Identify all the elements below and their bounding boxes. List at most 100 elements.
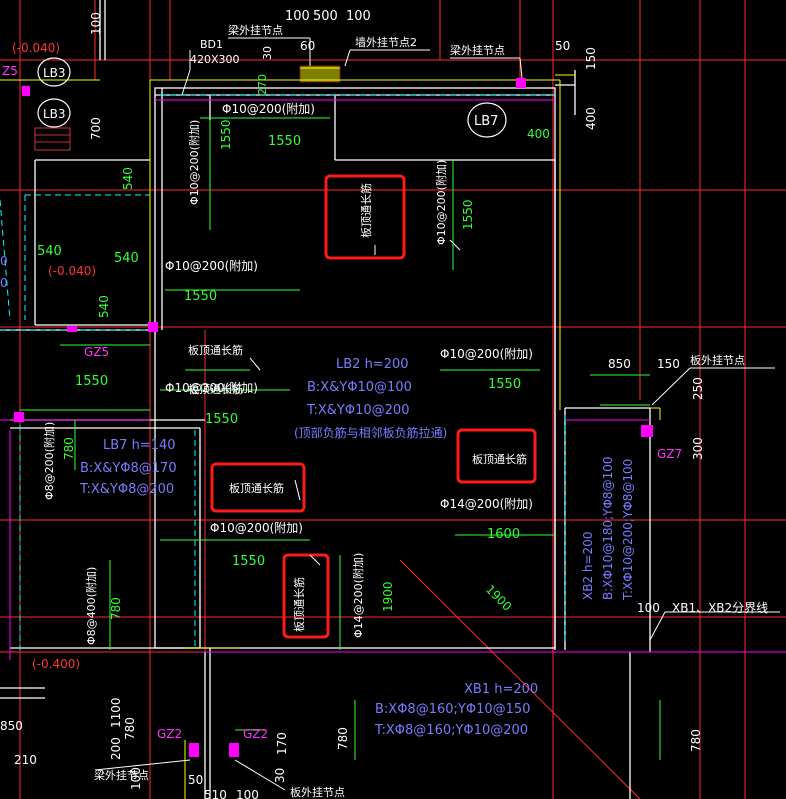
lb7-bottom: B:X&YΦ8@170 xyxy=(80,461,177,476)
lb2-top: T:X&YΦ10@200 xyxy=(306,403,409,418)
rebar-lower-h: Φ10@200(附加) xyxy=(210,521,303,535)
lb7-tag: LB7 xyxy=(474,114,498,129)
bot-1100: 1100 xyxy=(109,697,123,728)
rebar-mid-h1-len: 1550 xyxy=(184,289,217,304)
left-100-top: 100 xyxy=(89,12,103,35)
bot-50: 50 xyxy=(188,773,203,787)
beam-lines xyxy=(0,67,661,799)
column-markers xyxy=(14,78,653,757)
rebar-lb7-row-len: 1550 xyxy=(75,374,108,389)
left-540-d: 540 xyxy=(97,295,111,318)
left-540-a: 540 xyxy=(121,167,135,190)
lb7-top: T:X&YΦ8@200 xyxy=(79,482,174,497)
rebar-phi14-h-len: 1600 xyxy=(487,527,520,542)
rebar-phi8-400-len: 780 xyxy=(109,597,123,620)
left-elevation-2: (-0.400) xyxy=(32,657,80,671)
left-540-c: 540 xyxy=(114,251,139,266)
bd1-label: BD1 xyxy=(200,38,223,51)
rebar-mid-h1: Φ10@200(附加) xyxy=(165,259,258,273)
right-250: 250 xyxy=(691,377,705,400)
bot-780b: 780 xyxy=(689,729,703,752)
xb2-bottom: B:XΦ10@180;YΦ8@100 xyxy=(601,457,615,600)
bot-30: 30 xyxy=(273,768,287,783)
top-dim-100: 100 xyxy=(285,9,310,24)
slab-top-through-1: 板顶通长筋 xyxy=(359,183,373,238)
rebar-lb7-v: Φ8@200(附加) xyxy=(42,422,56,500)
slab-top-through-3: 板顶通长筋 xyxy=(188,382,243,396)
right-850: 850 xyxy=(608,357,631,371)
top-dim-500: 500 xyxy=(313,9,338,24)
gz2-label-a: GZ2 xyxy=(157,727,182,741)
top-dim-50: 50 xyxy=(555,39,570,53)
diag-1900: 1900 xyxy=(483,582,514,613)
rebar-mid-h2-len: 1550 xyxy=(205,412,238,427)
leaders xyxy=(94,37,780,791)
slab-top-through-2: 板顶通长筋 xyxy=(188,343,243,357)
bot-210: 210 xyxy=(14,753,37,767)
rebar-right-v-len: 1550 xyxy=(461,199,475,230)
rebar-right-mid-len: 1550 xyxy=(488,377,521,392)
slab-top-through-5: 板顶通长筋 xyxy=(229,481,284,495)
top-dim-150: 150 xyxy=(584,47,598,70)
rebar-top-h: Φ10@200(附加) xyxy=(222,102,315,116)
slab-edges xyxy=(0,99,786,660)
top-dim-60: 60 xyxy=(300,39,315,53)
bot-100b: 100 xyxy=(236,788,259,799)
rebar-phi14-v-len: 1900 xyxy=(381,581,395,612)
gz5-label: GZ5 xyxy=(84,345,109,359)
top-dim-270: 270 xyxy=(256,74,269,95)
rebar-right-mid: Φ10@200(附加) xyxy=(440,347,533,361)
rebar-left-v: Φ10@200(附加) xyxy=(187,120,201,205)
lb2-title: LB2 h=200 xyxy=(336,357,409,372)
wall-node-2: 墙外挂节点2 xyxy=(355,35,417,49)
xb1-title: XB1 h=200 xyxy=(464,682,538,697)
xb-boundary-dim: 100 xyxy=(637,601,660,615)
rebar-right-v: Φ10@200(附加) xyxy=(434,160,448,245)
bot-100: 100 xyxy=(129,767,143,790)
bot-510: 510 xyxy=(204,788,227,799)
rebar-top-len: 1550 xyxy=(268,134,301,149)
xb1-top: T:XΦ8@160;YΦ10@200 xyxy=(374,723,528,738)
bd1-size: 420X300 xyxy=(190,53,240,66)
lb7-title: LB7 h=140 xyxy=(103,438,176,453)
rebar-mid-h2: Φ10@200(附加) xyxy=(165,381,258,395)
bot-850: 850 xyxy=(0,719,23,733)
left-zero-b: 0 xyxy=(0,276,8,290)
z5-label: Z5 xyxy=(2,64,18,78)
top-dim-400b: 400 xyxy=(527,127,550,141)
xb1-bottom: B:XΦ8@160;YΦ10@150 xyxy=(375,702,530,717)
rebar-lb7-v-len: 780 xyxy=(62,437,76,460)
rebar-phi14-v: Φ14@200(附加) xyxy=(351,553,365,638)
rebar-left-v-len: 1550 xyxy=(219,119,233,150)
lb3-tag-a: LB3 xyxy=(43,66,66,80)
left-elevation-1: (-0.040) xyxy=(48,264,96,278)
slab-top-through-4: 板顶通长筋 xyxy=(472,452,527,466)
top-dim-30: 30 xyxy=(261,46,274,60)
gz7-label: GZ7 xyxy=(657,447,682,461)
beam-node-2: 梁外挂节点 xyxy=(450,43,505,57)
gz2-label-b: GZ2 xyxy=(243,727,268,741)
rebar-lines xyxy=(20,117,661,760)
bot-780c: 780 xyxy=(123,717,137,740)
top-dim-400: 400 xyxy=(584,107,598,130)
xb-boundary: XB1、XB2分界线 xyxy=(672,601,768,615)
rebar-phi14-h: Φ14@200(附加) xyxy=(440,497,533,511)
rebar-phi8-400: Φ8@400(附加) xyxy=(84,567,98,645)
bot-780a: 780 xyxy=(336,727,350,750)
annotation-text: 100 500 100 60 50 150 400 400 270 30 700… xyxy=(0,9,768,799)
bot-200: 200 xyxy=(109,737,123,760)
right-300: 300 xyxy=(691,437,705,460)
top-dim-100b: 100 xyxy=(346,9,371,24)
left-540-b: 540 xyxy=(37,244,62,259)
bot-node-2: 板外挂节点 xyxy=(290,785,345,799)
xb2-title: XB2 h=200 xyxy=(581,532,595,600)
bot-node-1: 梁外挂节点 xyxy=(94,768,149,782)
lb2-bottom: B:X&YΦ10@100 xyxy=(307,380,412,395)
bot-170: 170 xyxy=(275,732,289,755)
left-zero: 0 xyxy=(0,254,8,268)
slab-top-through-6: 板顶通长筋 xyxy=(292,577,306,632)
beam-node-1: 梁外挂节点 xyxy=(228,23,283,37)
